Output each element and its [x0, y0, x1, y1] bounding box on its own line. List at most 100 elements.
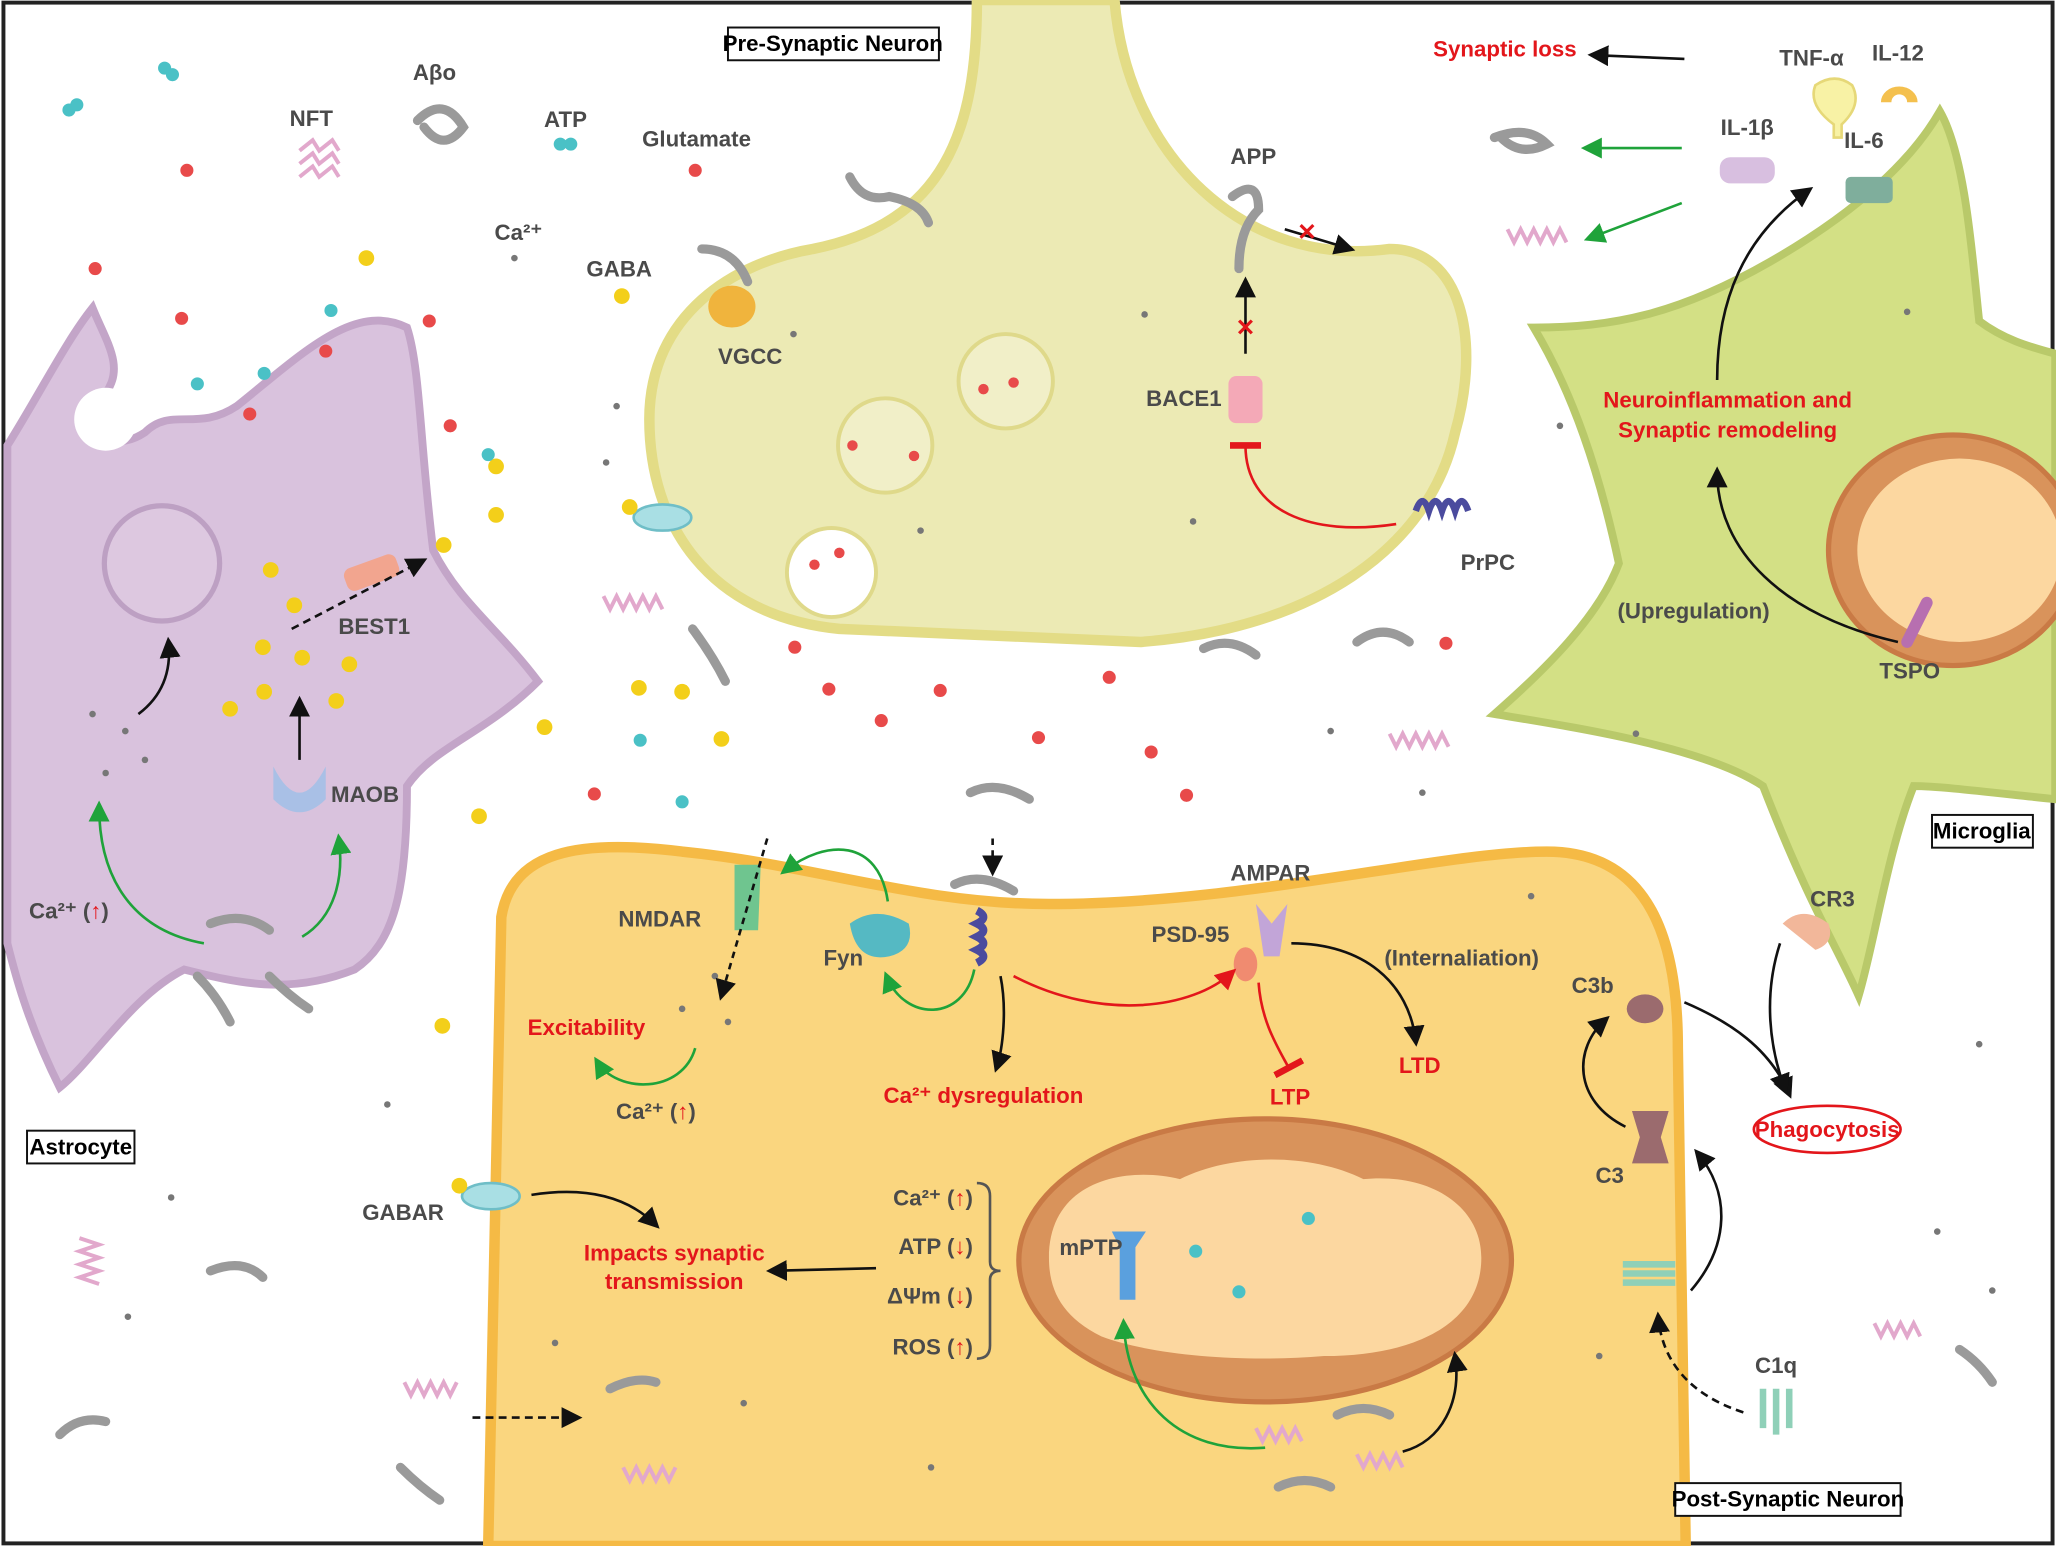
label-gabar: GABAR — [362, 1200, 444, 1225]
channel-icon — [632, 503, 693, 532]
label-bace1: BACE1 — [1146, 386, 1221, 411]
label-psd95: PSD-95 — [1151, 922, 1229, 947]
arrow-prpc-fyn — [882, 969, 976, 1011]
arrow-ampar-ltd — [1291, 942, 1425, 1047]
atp-molecules — [62, 61, 1315, 1299]
mito-effects-bracket — [976, 1181, 1001, 1360]
astrocyte-title-box — [26, 1129, 136, 1165]
tspo-icon — [1901, 596, 1933, 648]
label-neuroinflammation: Neuroinflammation and — [1603, 387, 1852, 412]
arrow-prpc-psd95 — [1012, 968, 1237, 1007]
arrow-synaptic-loss — [1587, 45, 1685, 67]
bace1-icon — [1228, 376, 1263, 424]
label-astro-ca: Ca²⁺ (↑) — [29, 898, 109, 923]
c3-icon — [1631, 1111, 1669, 1164]
c1q-icon — [1759, 1388, 1793, 1435]
il1b-icon — [1719, 157, 1775, 184]
label-il1b: IL-1β — [1721, 115, 1774, 140]
glutamate-dots — [88, 163, 1453, 802]
label-ca-dysregulation: Ca²⁺ dysregulation — [884, 1083, 1084, 1108]
arrow-c3-c3b — [1581, 1015, 1627, 1128]
releasing-vesicle — [784, 526, 878, 620]
arrow-nmdar-ca — [715, 838, 769, 1001]
tau-nft-icons — [73, 137, 1922, 1485]
label-il6: IL-6 — [1844, 128, 1884, 153]
arrow-gabar-impacts — [531, 1190, 660, 1229]
c1q-receptor-icon — [1622, 1261, 1676, 1286]
arrow-ca-vesicle — [137, 636, 181, 716]
label-best1: BEST1 — [338, 614, 410, 639]
il12-icon — [1880, 86, 1918, 103]
label-abo: Aβo — [413, 60, 456, 85]
arrow-abo-mptp — [1113, 1318, 1266, 1450]
bace1-block-mark: ✕ — [1236, 314, 1256, 340]
label-c3b: C3b — [1572, 973, 1614, 998]
postsynaptic-mitochondrion — [1016, 1116, 1515, 1405]
label-synaptic-loss: Synaptic loss — [1433, 36, 1577, 61]
fyn-icon — [849, 913, 911, 958]
pre-synaptic-title: Pre-Synaptic Neuron — [723, 31, 943, 56]
arrow-cr3-phagocytosis — [1768, 942, 1790, 1095]
vgcc-icon — [708, 285, 756, 328]
label-tnf-alpha: TNF-α — [1779, 46, 1844, 71]
arrow-il-to-tau — [1583, 201, 1683, 243]
amyloid-oligomer-icons — [55, 104, 1997, 1505]
psd95-icon — [1233, 947, 1258, 982]
label-ltp: LTP — [1270, 1084, 1311, 1109]
arrow-neuroinflammation-to-cytokines — [1715, 186, 1814, 380]
label-maob: MAOB — [331, 782, 399, 807]
label-vgcc: VGCC — [718, 344, 782, 369]
arrow-ca-dysregulation — [991, 975, 1012, 1073]
label-internalization: (Internaliation) — [1384, 946, 1539, 971]
gabar-icon — [460, 1181, 521, 1211]
label-tspo: TSPO — [1879, 659, 1940, 684]
best1-channel-icon — [343, 554, 400, 591]
prpc-postsynaptic-icon — [968, 907, 988, 967]
inhibit-prpc-bace1 — [1229, 442, 1397, 529]
app-block-mark: ✕ — [1297, 219, 1317, 245]
label-mptp: mPTP — [1059, 1235, 1122, 1260]
label-impacts-2: transmission — [605, 1269, 744, 1294]
label-upregulation: (Upregulation) — [1617, 598, 1769, 623]
label-cr3: CR3 — [1810, 887, 1855, 912]
label-prpc: PrPC — [1461, 550, 1515, 575]
label-fyn: Fyn — [823, 946, 863, 971]
microglia-cell — [1485, 103, 2056, 1007]
pre-title-box — [726, 26, 940, 62]
label-glutamate: Glutamate — [642, 127, 751, 152]
label-nft: NFT — [290, 106, 334, 131]
astrocyte-vesicle — [101, 503, 223, 624]
prpc-icon — [1412, 497, 1472, 522]
arrow-abo-ca-astro — [88, 800, 205, 945]
label-ltd: LTD — [1399, 1053, 1441, 1078]
arrow-fyn-nmdar — [780, 848, 890, 902]
ampar-icon — [1255, 904, 1288, 957]
arrow-tspo-upregulation — [1706, 466, 1899, 644]
arrow-mito-impacts — [765, 1259, 877, 1281]
label-atp: ATP — [544, 107, 587, 132]
calcium-dots — [89, 254, 1996, 1471]
mito-effect-atp: ATP (↓) — [898, 1234, 973, 1259]
mito-effect-ca: Ca²⁺ (↑) — [893, 1185, 973, 1210]
arrow-ca-excitability — [594, 1047, 697, 1086]
arrows — [88, 45, 1899, 1453]
gaba-dots — [222, 250, 730, 1194]
arrow-app-cleavage — [1284, 228, 1356, 255]
nmdar-icon — [734, 864, 761, 931]
c3b-icon — [1626, 994, 1664, 1024]
arrow-abo-mito — [1402, 1350, 1468, 1453]
arrow-receptor-c3 — [1689, 1148, 1723, 1292]
inhibit-ltp — [1257, 982, 1305, 1079]
arrow-best1-release — [291, 558, 428, 631]
astrocyte-notch — [74, 387, 138, 451]
label-c1q: C1q — [1755, 1353, 1797, 1378]
label-c3: C3 — [1595, 1163, 1623, 1188]
mito-effects-list: Ca²⁺ (↑) ATP (↓) ΔΨm (↓) ROS (↑) — [887, 1185, 973, 1359]
post-synaptic-title: Post-Synaptic Neuron — [1672, 1487, 1905, 1512]
label-phagocytosis: Phagocytosis — [1755, 1117, 1900, 1142]
label-nmdar: NMDAR — [618, 906, 701, 931]
tnf-alpha-icon — [1812, 77, 1857, 139]
mptp-icon — [1111, 1231, 1146, 1300]
mito-effect-membrane-potential: ΔΨm (↓) — [887, 1284, 973, 1309]
